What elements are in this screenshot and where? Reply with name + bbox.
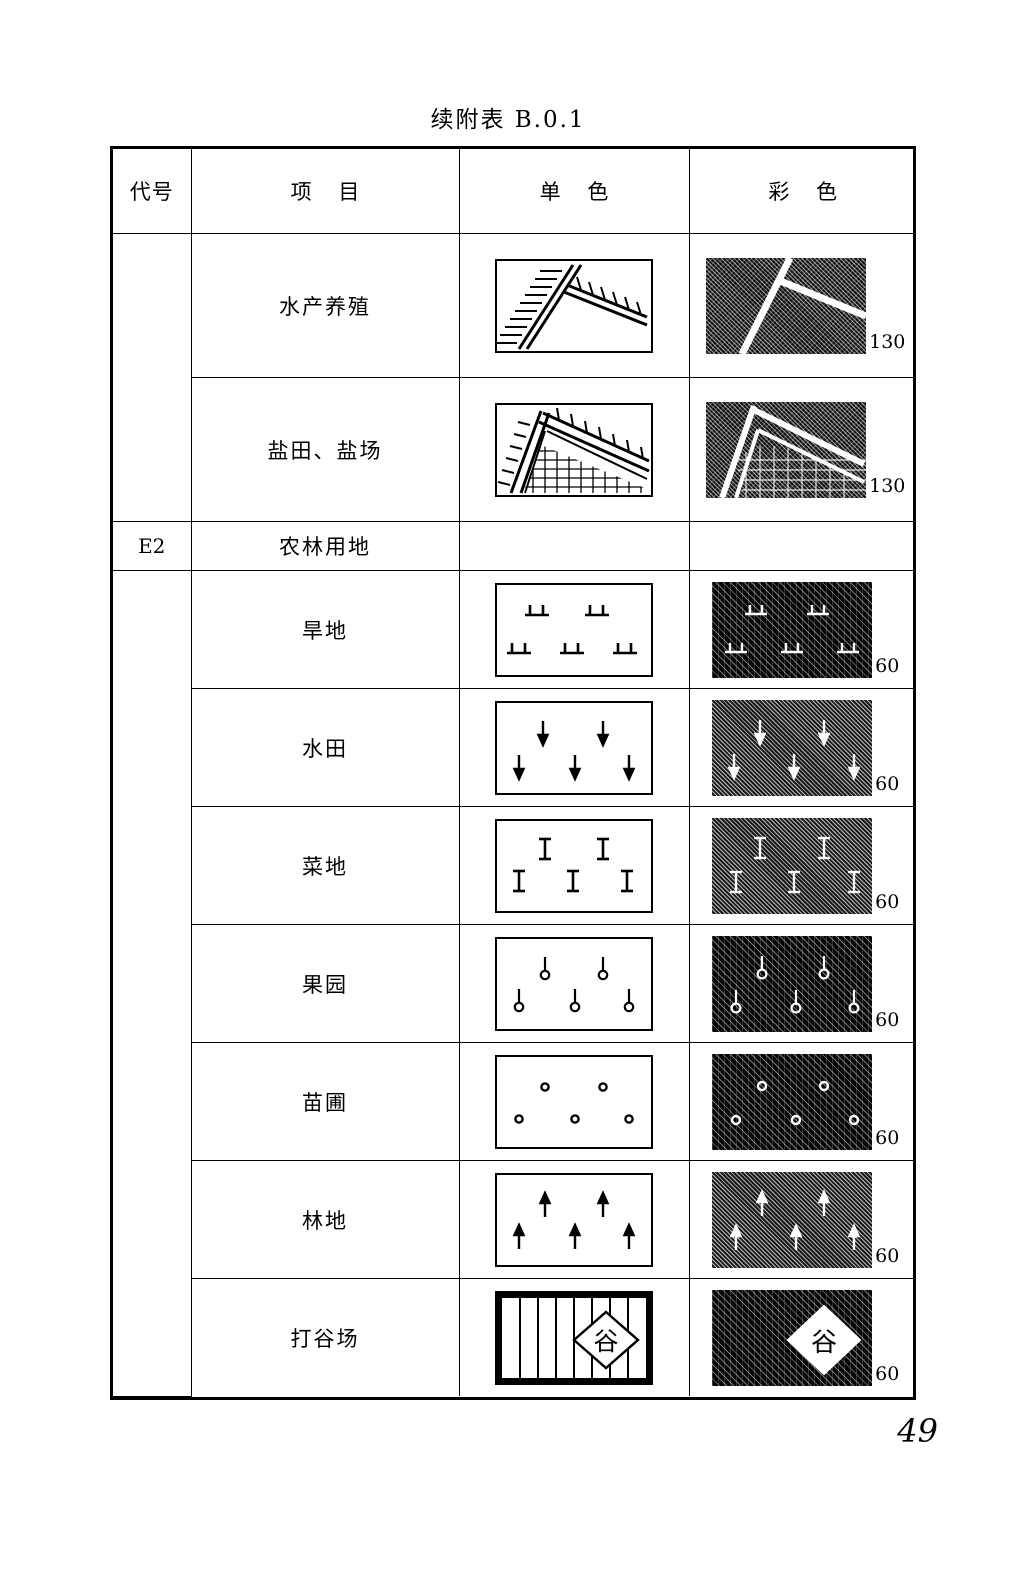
- monochrome-symbol-cell: [458, 570, 690, 689]
- item-label: 水田: [191, 688, 460, 807]
- item-label: 打谷场: [191, 1278, 460, 1396]
- item-label: 水产养殖: [190, 233, 460, 378]
- color-symbol-cell: 60: [688, 924, 916, 1043]
- table-row: 果园: [113, 924, 916, 1043]
- dry-land-color-swatch: [712, 581, 873, 678]
- table-header-row: 代号 项 目 单 色 彩 色: [113, 149, 916, 234]
- code-cell: [113, 233, 192, 522]
- legend-table-container: 代号 项 目 单 色 彩 色 水产养殖: [110, 146, 916, 1400]
- paddy-field-down-arrows-icon: [495, 700, 653, 795]
- monochrome-symbol-cell: [458, 1042, 690, 1161]
- dry-land-tick-pairs-icon: [495, 582, 653, 677]
- color-code-label: 60: [875, 1126, 900, 1149]
- item-label: 菜地: [191, 806, 460, 925]
- color-symbol-cell: 60: [688, 1042, 916, 1161]
- forest-up-arrows-icon: [495, 1172, 653, 1267]
- header-monochrome: 单 色: [458, 149, 690, 234]
- monochrome-symbol-cell: [458, 233, 690, 378]
- threshing-floor-grain-diamond-icon: 谷: [495, 1290, 653, 1385]
- color-code-label: 60: [875, 1362, 900, 1385]
- color-code-label: 60: [875, 772, 900, 795]
- table-row: 打谷场 谷: [113, 1278, 916, 1396]
- aquaculture-color-swatch: [706, 257, 867, 354]
- table-row: 旱地: [113, 570, 916, 1397]
- monochrome-symbol-cell: [458, 1160, 690, 1279]
- page-title: 续附表 B.0.1: [430, 107, 586, 133]
- paddy-field-color-swatch: [712, 699, 873, 796]
- table-section-row: E2 农林用地: [113, 521, 916, 571]
- legend-table: 代号 项 目 单 色 彩 色 水产养殖: [113, 149, 916, 1397]
- item-label: 苗圃: [191, 1042, 460, 1161]
- nursery-color-swatch: [712, 1053, 873, 1150]
- grain-diamond-label: 谷: [593, 1327, 618, 1356]
- color-code-label: 130: [869, 330, 906, 353]
- table-row: 菜地: [113, 806, 916, 925]
- color-code-label: 60: [875, 1244, 900, 1267]
- salt-field-color-swatch: [706, 401, 867, 498]
- item-label: 果园: [191, 924, 460, 1043]
- vegetable-plot-i-bars-icon: [495, 818, 653, 913]
- color-symbol-cell: 60: [688, 688, 916, 807]
- item-label: 农林用地: [190, 521, 460, 571]
- table-row: 水产养殖: [113, 233, 916, 522]
- monochrome-symbol-cell: [458, 806, 690, 925]
- orchard-color-swatch: [712, 935, 873, 1032]
- color-symbol-cell: 130: [688, 233, 916, 378]
- color-symbol-cell: 60: [688, 806, 916, 925]
- monochrome-symbol-cell: [458, 924, 690, 1043]
- header-color: 彩 色: [688, 149, 916, 234]
- color-symbol-cell: 130: [688, 377, 916, 522]
- table-row: 苗圃: [113, 1042, 916, 1161]
- code-cell: E2: [113, 521, 192, 571]
- table-row: 盐田、盐场: [113, 377, 916, 522]
- color-code-label: 60: [875, 654, 900, 677]
- vegetable-plot-color-swatch: [712, 817, 873, 914]
- monochrome-symbol-cell: [458, 377, 690, 522]
- header-item: 项 目: [190, 149, 460, 234]
- item-label: 旱地: [190, 570, 460, 689]
- forest-color-swatch: [712, 1171, 873, 1268]
- color-code-label: 60: [875, 890, 900, 913]
- color-symbol-cell: [688, 521, 916, 571]
- page-number: 49: [897, 1412, 938, 1450]
- color-symbol-cell: 谷 60: [688, 1278, 916, 1396]
- nursery-small-circles-icon: [495, 1054, 653, 1149]
- code-cell: [113, 570, 192, 1397]
- svg-text:谷: 谷: [811, 1328, 837, 1358]
- threshing-floor-color-swatch: 谷: [712, 1289, 873, 1386]
- orchard-stemmed-circles-icon: [495, 936, 653, 1031]
- header-code: 代号: [113, 149, 192, 234]
- color-code-label: 60: [875, 1008, 900, 1031]
- item-label: 林地: [191, 1160, 460, 1279]
- salt-field-dike-grid-icon: [495, 402, 653, 497]
- item-label: 盐田、盐场: [191, 377, 460, 522]
- color-symbol-cell: 60: [688, 570, 916, 689]
- monochrome-symbol-cell: [458, 521, 690, 571]
- aquaculture-dike-hatch-icon: [495, 258, 653, 353]
- color-code-label: 130: [869, 474, 906, 497]
- table-row: 水田: [113, 688, 916, 807]
- monochrome-symbol-cell: [458, 688, 690, 807]
- color-symbol-cell: 60: [688, 1160, 916, 1279]
- table-row: 林地: [113, 1160, 916, 1279]
- monochrome-symbol-cell: 谷: [458, 1278, 690, 1396]
